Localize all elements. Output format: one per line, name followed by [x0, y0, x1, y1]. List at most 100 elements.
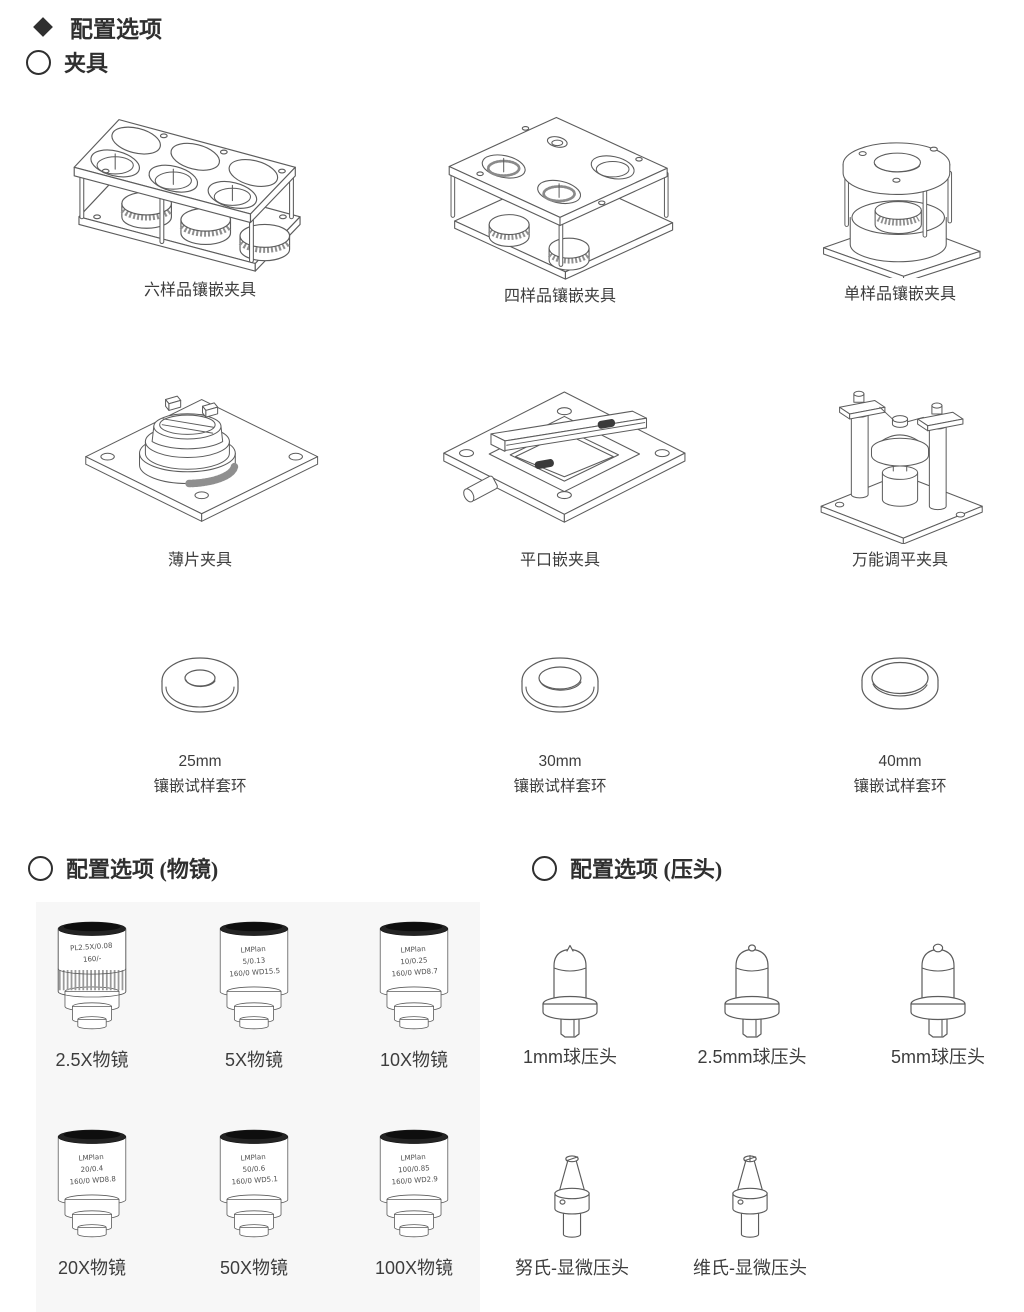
ring-size: 30mm	[538, 753, 582, 770]
fixture-ring-40mm: 40mm 镶嵌试样套环	[845, 645, 955, 799]
fixture-label: 薄片夹具	[167, 552, 232, 569]
indenter-ball-1mm: 1mm球压头	[495, 942, 645, 1068]
objective-10x: LMPlan 10/0.25 160/0 WD8.7 10X物镜	[349, 918, 479, 1071]
objective-lens-illustration: LMPlan 50/0.6 160/0 WD5.1	[219, 1129, 289, 1238]
ring-label: 40mm 镶嵌试样套环	[853, 749, 946, 799]
objective-20x: LMPlan 20/0.4 160/0 WD8.8 20X物镜	[27, 1126, 157, 1279]
fixture-six-sample: 六样品镶嵌夹具	[44, 112, 356, 302]
circle-bullet-icon	[532, 855, 557, 881]
indenter-label: 努氏-显微压头	[515, 1258, 629, 1278]
indenter-label: 5mm球压头	[891, 1047, 985, 1067]
fixture-ring-30mm: 30mm 镶嵌试样套环	[505, 645, 615, 799]
svg-text:LMPlan: LMPlan	[240, 944, 266, 955]
objective-label: 20X物镜	[57, 1258, 127, 1278]
svg-text:160/0 WD2.9: 160/0 WD2.9	[391, 1174, 438, 1186]
svg-text:LMPlan: LMPlan	[400, 944, 426, 955]
objective-5x: LMPlan 5/0.13 160/0 WD15.5 5X物镜	[189, 918, 319, 1071]
indenter-label: 2.5mm球压头	[697, 1047, 807, 1067]
svg-text:160/0 WD8.7: 160/0 WD8.7	[391, 966, 438, 978]
svg-text:160/-: 160/-	[83, 954, 102, 964]
objective-lens-illustration: PL2.5X/0.08 160/-	[48, 918, 136, 1030]
section-heading-fixtures: 夹具	[26, 46, 108, 78]
fixture-ring-25mm: 25mm 镶嵌试样套环	[145, 645, 255, 799]
fixture-label: 四样品镶嵌夹具	[503, 288, 616, 305]
universal-leveling-fixture-illustration	[820, 390, 983, 544]
ring-size: 25mm	[178, 753, 222, 770]
ball-indenter-illustration	[724, 944, 780, 1038]
svg-text:LMPlan: LMPlan	[400, 1152, 426, 1163]
page-title-text: 配置选项	[70, 17, 162, 42]
knurled-cups	[120, 191, 291, 262]
fixture-four-sample: 四样品镶嵌夹具	[432, 112, 688, 308]
ball-indenter-illustration	[910, 943, 966, 1038]
objective-lens-illustration: LMPlan 5/0.13 160/0 WD15.5	[219, 921, 289, 1030]
indenter-ball-5mm: 5mm球压头	[863, 942, 1013, 1068]
svg-text:50/0.6: 50/0.6	[242, 1163, 266, 1174]
section-heading-indenters: 配置选项 (压头)	[532, 852, 722, 884]
objective-lens-illustration: LMPlan 20/0.4 160/0 WD8.8	[57, 1129, 127, 1238]
indenter-label: 1mm球压头	[523, 1047, 617, 1067]
ring-label: 30mm 镶嵌试样套环	[513, 749, 606, 799]
objective-label: 5X物镜	[224, 1050, 284, 1070]
objective-50x: LMPlan 50/0.6 160/0 WD5.1 50X物镜	[189, 1126, 319, 1279]
indenter-label: 维氏-显微压头	[693, 1258, 807, 1278]
ring-25mm-illustration	[161, 657, 239, 713]
page-title: 配置选项	[30, 10, 162, 44]
objective-label: 2.5X物镜	[55, 1050, 129, 1070]
fixture-universal-leveling: 万能调平夹具	[790, 372, 1010, 572]
circle-bullet-icon	[26, 49, 51, 75]
left-post	[839, 390, 886, 499]
svg-text:LMPlan: LMPlan	[78, 1152, 104, 1163]
objective-lens-illustration: LMPlan 100/0.85 160/0 WD2.9	[379, 1129, 449, 1238]
objectives-heading-text: 配置选项 (物镜)	[66, 857, 219, 882]
svg-text:10/0.25: 10/0.25	[400, 955, 428, 966]
svg-text:100/0.85: 100/0.85	[398, 1163, 430, 1174]
objective-label: 50X物镜	[219, 1258, 289, 1278]
flat-jaw-fixture-illustration	[443, 391, 686, 523]
indenter-vickers-micro: 维氏-显微压头	[665, 1146, 835, 1279]
circle-bullet-icon	[28, 855, 53, 881]
fixture-thin-sheet: 薄片夹具	[55, 376, 345, 572]
single-sample-fixture-illustration	[823, 142, 981, 278]
fixture-label: 万能调平夹具	[851, 552, 948, 569]
indenter-knoop-micro: 努氏-显微压头	[487, 1146, 657, 1279]
indenters-heading-text: 配置选项 (压头)	[570, 857, 723, 882]
svg-text:LMPlan: LMPlan	[240, 1152, 266, 1163]
ring-desc: 镶嵌试样套环	[853, 778, 947, 795]
ring-40mm-illustration	[861, 657, 939, 710]
fixture-label: 单样品镶嵌夹具	[843, 286, 956, 303]
indenter-ball-2-5mm: 2.5mm球压头	[677, 942, 827, 1068]
four-sample-fixture-illustration	[448, 116, 674, 280]
fixtures-heading-text: 夹具	[64, 51, 109, 76]
thin-sheet-fixture-illustration	[85, 395, 319, 522]
handle	[463, 475, 498, 503]
ring-desc: 镶嵌试样套环	[513, 778, 607, 795]
objective-label: 10X物镜	[379, 1050, 449, 1070]
fixture-label: 平口嵌夹具	[519, 552, 600, 569]
center-pedestal	[870, 415, 930, 507]
svg-text:160/0 WD15.5: 160/0 WD15.5	[229, 966, 280, 979]
svg-text:PL2.5X/0.08: PL2.5X/0.08	[70, 941, 113, 953]
six-sample-fixture-illustration	[73, 119, 301, 272]
objective-2-5x: PL2.5X/0.08 160/- 2.5X物镜	[27, 918, 157, 1071]
micro-indenter-illustration	[732, 1154, 768, 1238]
svg-text:20/0.4: 20/0.4	[80, 1163, 104, 1174]
right-post	[917, 402, 964, 511]
diamond-bullet-icon	[33, 17, 53, 37]
fixture-single-sample: 单样品镶嵌夹具	[792, 118, 1008, 306]
fixture-flat-jaw: 平口嵌夹具	[415, 378, 705, 572]
ring-desc: 镶嵌试样套环	[153, 778, 247, 795]
svg-text:5/0.13: 5/0.13	[242, 955, 265, 966]
svg-text:160/0 WD5.1: 160/0 WD5.1	[231, 1174, 278, 1186]
objective-lens-illustration: LMPlan 10/0.25 160/0 WD8.7	[379, 921, 449, 1030]
ring-size: 40mm	[878, 753, 922, 770]
ring-30mm-illustration	[521, 657, 599, 713]
ring-label: 25mm 镶嵌试样套环	[153, 749, 246, 799]
svg-text:160/0 WD8.8: 160/0 WD8.8	[69, 1174, 116, 1186]
section-heading-objectives: 配置选项 (物镜)	[28, 852, 218, 884]
objective-100x: LMPlan 100/0.85 160/0 WD2.9 100X物镜	[349, 1126, 479, 1279]
ball-indenter-illustration	[542, 944, 598, 1038]
objective-label: 100X物镜	[374, 1258, 454, 1278]
micro-indenter-illustration	[554, 1155, 590, 1238]
